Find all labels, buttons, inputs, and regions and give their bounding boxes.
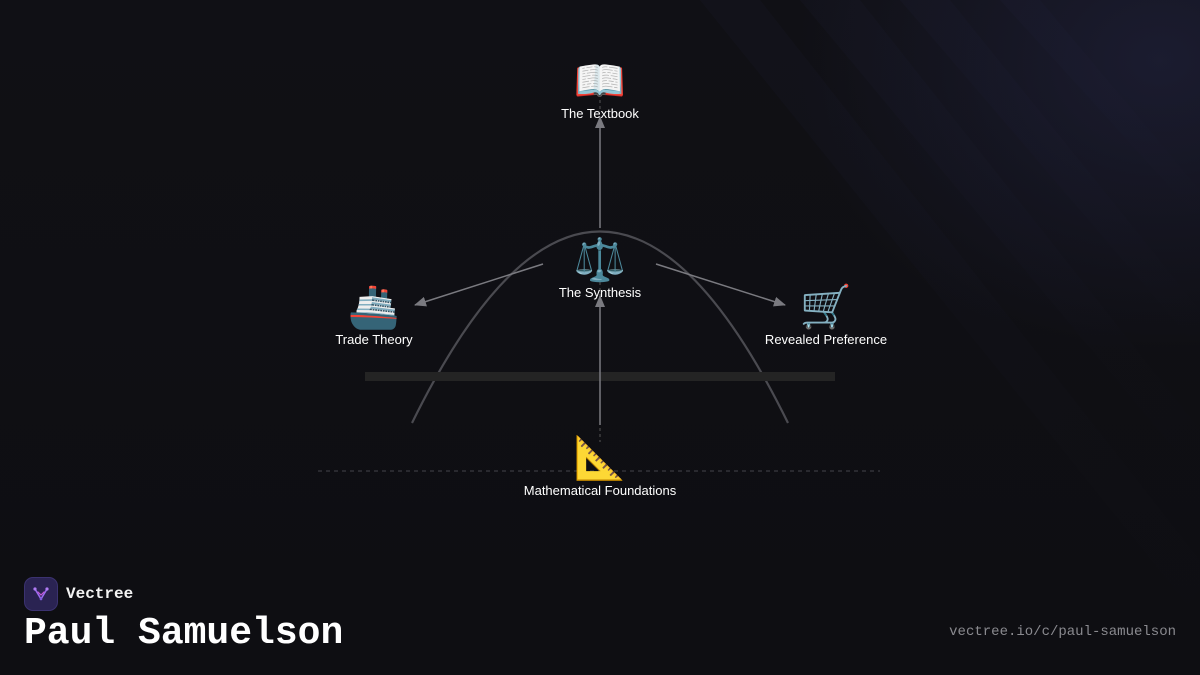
brand-name: Vectree	[66, 585, 134, 603]
arch-curve	[411, 230, 789, 424]
node-label-mathematical-foundations: Mathematical Foundations	[523, 483, 677, 498]
node-label-synthesis: The Synthesis	[558, 285, 642, 300]
page-url: vectree.io/c/paul-samuelson	[949, 624, 1176, 640]
node-label-trade-theory: Trade Theory	[335, 332, 413, 347]
triangle-ruler-icon: 📐	[573, 434, 627, 481]
node-trade-theory: 🚢 Trade Theory	[335, 283, 413, 348]
vectree-logo-icon	[24, 577, 58, 611]
node-mathematical-foundations: 📐 Mathematical Foundations	[523, 434, 677, 499]
node-label-textbook: The Textbook	[561, 106, 639, 121]
ship-icon: 🚢	[347, 283, 401, 330]
node-textbook: 📖 The Textbook	[561, 57, 639, 122]
page-title: Paul Samuelson	[24, 612, 344, 655]
open-book-icon: 📖	[573, 57, 627, 104]
brand: Vectree	[24, 577, 133, 611]
balance-scale-icon: ⚖️	[573, 236, 627, 283]
edge-synthesis-to-revealed	[655, 263, 786, 307]
node-revealed-preference: 🛒 Revealed Preference	[764, 283, 888, 348]
node-synthesis: ⚖️ The Synthesis	[558, 236, 642, 301]
node-label-revealed-preference: Revealed Preference	[764, 332, 888, 347]
edge-synthesis-to-trade	[414, 263, 544, 307]
shopping-cart-icon: 🛒	[799, 283, 853, 330]
